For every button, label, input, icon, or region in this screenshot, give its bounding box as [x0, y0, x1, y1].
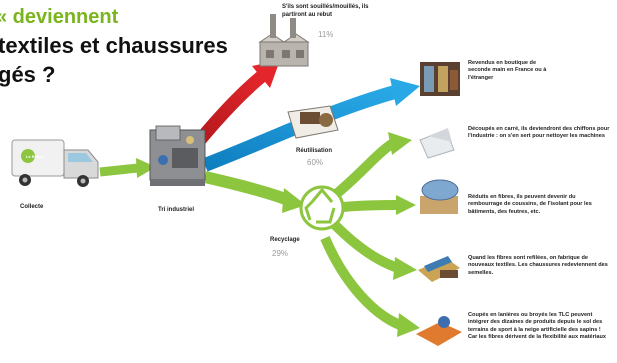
sorting-machine-icon	[149, 125, 206, 186]
truck-logo: Le Relais	[26, 154, 44, 159]
outcome-text-fibers: Réduits en fibres, ils peuvent devenir d…	[468, 194, 592, 215]
arrow-tri-recyclage	[203, 171, 306, 213]
reutilisation-percent: 60%	[307, 158, 324, 167]
outcome-text-new-textiles: Quand les fibres sont refilées, on fabri…	[468, 255, 608, 276]
sport-ground-icon	[416, 316, 462, 346]
title-line-2: textiles et chaussures	[0, 33, 228, 58]
outcome-text-rags: Découpés en carré, ils deviendront des c…	[468, 126, 610, 140]
recycling-icon	[299, 185, 345, 231]
rags-icon	[419, 128, 455, 159]
recyclage-label: Recyclage	[270, 237, 300, 243]
arrows-recyclage-branches	[320, 132, 420, 337]
arrow-collecte-tri	[99, 158, 156, 178]
incineration-label: S'ils sont souillés/mouillés, ils partir…	[282, 4, 369, 18]
truck-icon	[11, 139, 99, 187]
title-line-1: « deviennent	[0, 6, 119, 28]
reutilisation-label: Réutilisation	[296, 148, 333, 154]
clothes-basket-icon	[287, 105, 339, 139]
title-line-3: gés ?	[0, 62, 56, 87]
outcome-text-sport: Coupés en lanières ou broyés les TLC peu…	[468, 312, 607, 340]
arrow-tri-incineration	[195, 60, 280, 145]
tri-label: Tri industriel	[158, 207, 195, 213]
recyclage-percent: 29%	[272, 249, 289, 258]
incineration-percent: 11%	[318, 30, 334, 39]
outcome-text-shop: Revendus en boutique de seconde main en …	[468, 60, 547, 81]
new-textiles-icon	[418, 256, 460, 282]
fibers-icon	[420, 179, 459, 214]
factory-icon	[258, 14, 310, 67]
collecte-label: Collecte	[20, 204, 44, 210]
shop-icon	[420, 62, 460, 96]
